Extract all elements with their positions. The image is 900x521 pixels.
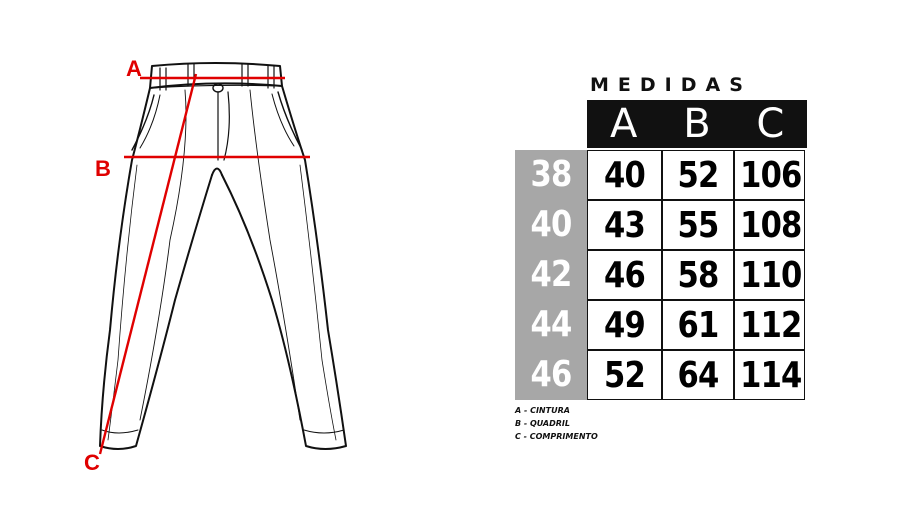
- cell-b: 55: [677, 205, 720, 246]
- table-header: A B C: [587, 100, 807, 148]
- cell-c: 112: [740, 305, 802, 346]
- header-b: B: [683, 101, 711, 147]
- header-c: C: [756, 101, 785, 147]
- column-divider: [733, 151, 735, 399]
- row-divider: [588, 299, 804, 301]
- marker-c: C: [84, 450, 100, 475]
- length-measure-line: [98, 73, 198, 455]
- header-a: A: [609, 101, 638, 147]
- cell-c: 106: [740, 155, 802, 196]
- pants-illustration: [98, 62, 347, 455]
- cell-a: 43: [604, 205, 646, 246]
- size-table: MEDIDAS A B C 38 40 42 44 46 40 52 106 4…: [515, 0, 815, 516]
- cell-b: 52: [677, 155, 720, 196]
- legend-item-b: B - QUADRIL: [515, 419, 570, 428]
- cell-c: 114: [740, 355, 802, 396]
- cell-b: 64: [677, 355, 720, 396]
- cell-a: 52: [604, 355, 646, 396]
- size-cell: 44: [530, 304, 573, 345]
- size-cell: 46: [530, 354, 573, 395]
- legend-item-a: A - CINTURA: [515, 406, 570, 415]
- marker-a: A: [126, 56, 142, 81]
- right-leg-outline: [221, 85, 347, 450]
- table-title: MEDIDAS: [590, 74, 752, 96]
- legend-item-c: C - COMPRIMENTO: [515, 432, 598, 441]
- row-divider: [588, 199, 804, 201]
- row-divider: [588, 249, 804, 251]
- size-cell: 40: [530, 204, 573, 245]
- cell-b: 61: [677, 305, 720, 346]
- cell-c: 110: [740, 255, 802, 296]
- size-cell: 38: [530, 154, 573, 195]
- legend: A - CINTURA B - QUADRIL C - COMPRIMENTO: [515, 404, 598, 443]
- size-column: 38 40 42 44 46: [515, 150, 587, 400]
- marker-b: B: [95, 156, 111, 181]
- left-leg-outline: [99, 87, 213, 450]
- cell-b: 58: [677, 255, 720, 296]
- cell-a: 49: [604, 305, 646, 346]
- cell-c: 108: [740, 205, 802, 246]
- size-cell: 42: [530, 254, 573, 295]
- pants-diagram: A B C: [84, 56, 347, 475]
- column-divider: [661, 151, 663, 399]
- measurement-grid: 40 52 106 43 55 108 46 58 110 49 61 112 …: [587, 150, 805, 400]
- cell-a: 46: [604, 255, 646, 296]
- cell-a: 40: [604, 155, 646, 196]
- row-divider: [588, 349, 804, 351]
